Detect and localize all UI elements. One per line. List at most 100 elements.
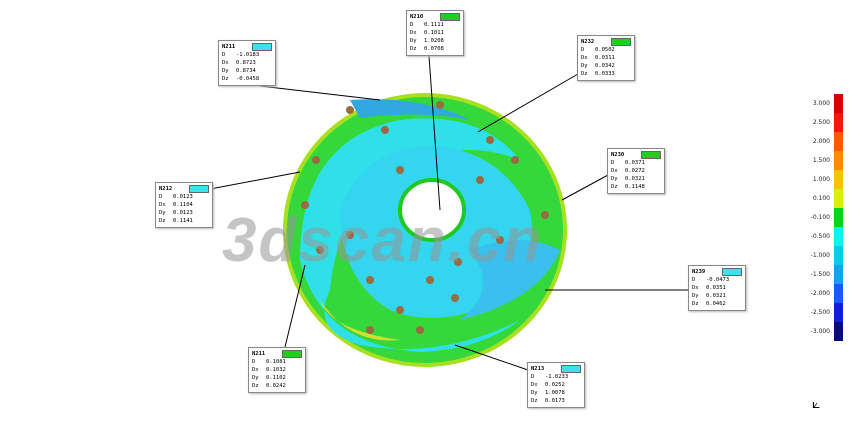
legend-color [834, 303, 843, 322]
row-label: Dx [410, 30, 417, 36]
row-label: D [581, 47, 585, 53]
deviation-swatch [282, 350, 302, 358]
callout-id: N232 [581, 39, 595, 45]
legend-color [834, 208, 843, 227]
row-label: Dz [252, 383, 259, 389]
callout-row: Dz-0.0458 [222, 75, 272, 83]
row-label: Dz [159, 218, 166, 224]
row-label: Dz [611, 184, 618, 190]
legend-color [834, 170, 843, 189]
row-label: Dx [222, 60, 229, 66]
callout-id: N210 [410, 14, 424, 20]
legend-entry: -3.000 [808, 322, 843, 341]
callout-id: N213 [531, 366, 545, 372]
row-value: 1.0208 [424, 38, 444, 44]
callout-row: Dx 0.0351 [692, 284, 742, 292]
row-label: Dx [692, 285, 699, 291]
row-label: D [611, 160, 615, 166]
row-value: 0.0252 [545, 382, 565, 388]
legend-entry: -1.000 [808, 246, 843, 265]
row-label: Dy [581, 63, 588, 69]
row-value: 0.8734 [236, 68, 256, 74]
row-value: 0.0351 [706, 285, 726, 291]
legend-label: -1.000 [810, 252, 830, 259]
row-value: 0.0333 [595, 71, 615, 77]
callout-id: N211 [222, 44, 236, 50]
legend-color [834, 284, 843, 303]
row-value: 0.1104 [173, 202, 193, 208]
legend-label: 0.100 [812, 195, 830, 202]
callout-row: Dz 0.0333 [581, 70, 631, 78]
legend-label: -3.000 [810, 328, 830, 335]
row-value: 0.8723 [236, 60, 256, 66]
legend-color [834, 113, 843, 132]
row-label: Dy [159, 210, 166, 216]
callout-row: Dx 0.0311 [581, 54, 631, 62]
row-label: D [159, 194, 163, 200]
row-value: 0.0708 [424, 46, 444, 52]
row-label: D [252, 359, 256, 365]
callout-row: Dx 0.1104 [159, 201, 209, 209]
row-value: 1.0078 [545, 390, 565, 396]
row-label: Dx [159, 202, 166, 208]
legend-color [834, 265, 843, 284]
deviation-swatch [722, 268, 742, 276]
row-value: 0.0173 [545, 398, 565, 404]
callout-row: D 0.0371 [611, 159, 661, 167]
row-label: D [692, 277, 696, 283]
legend-entry: -2.000 [808, 284, 843, 303]
callout-id: N239 [692, 269, 706, 275]
legend-color [834, 94, 843, 113]
legend-entry: 2.500 [808, 113, 843, 132]
row-value: 0.0311 [595, 55, 615, 61]
row-label: Dx [581, 55, 588, 61]
row-label: D [410, 22, 414, 28]
row-value: -1.0183 [236, 52, 260, 58]
row-value: 0.0371 [625, 160, 645, 166]
callout-row: Dx 0.8723 [222, 59, 272, 67]
legend-label: -0.500 [810, 233, 830, 240]
legend-color [834, 151, 843, 170]
legend-entry: 2.000 [808, 132, 843, 151]
deviation-swatch [189, 185, 209, 193]
legend-entry: -2.500 [808, 303, 843, 322]
legend-entry: 0.100 [808, 189, 843, 208]
row-label: Dz [581, 71, 588, 77]
row-label: Dz [410, 46, 417, 52]
row-label: Dz [692, 301, 699, 307]
row-value: -1.0233 [545, 374, 569, 380]
row-label: Dy [222, 68, 229, 74]
callout-id: N211 [252, 351, 266, 357]
legend-color [834, 227, 843, 246]
row-value: 0.0321 [625, 176, 645, 182]
row-value: 0.0321 [706, 293, 726, 299]
legend-color [834, 132, 843, 151]
row-label: D [222, 52, 226, 58]
watermark: 3dscan.cn [222, 206, 544, 275]
coordinate-axis-icon: ⟀ [812, 396, 821, 412]
row-value: 0.0502 [595, 47, 615, 53]
legend-entry: 1.000 [808, 170, 843, 189]
row-label: Dy [252, 375, 259, 381]
row-label: Dy [611, 176, 618, 182]
